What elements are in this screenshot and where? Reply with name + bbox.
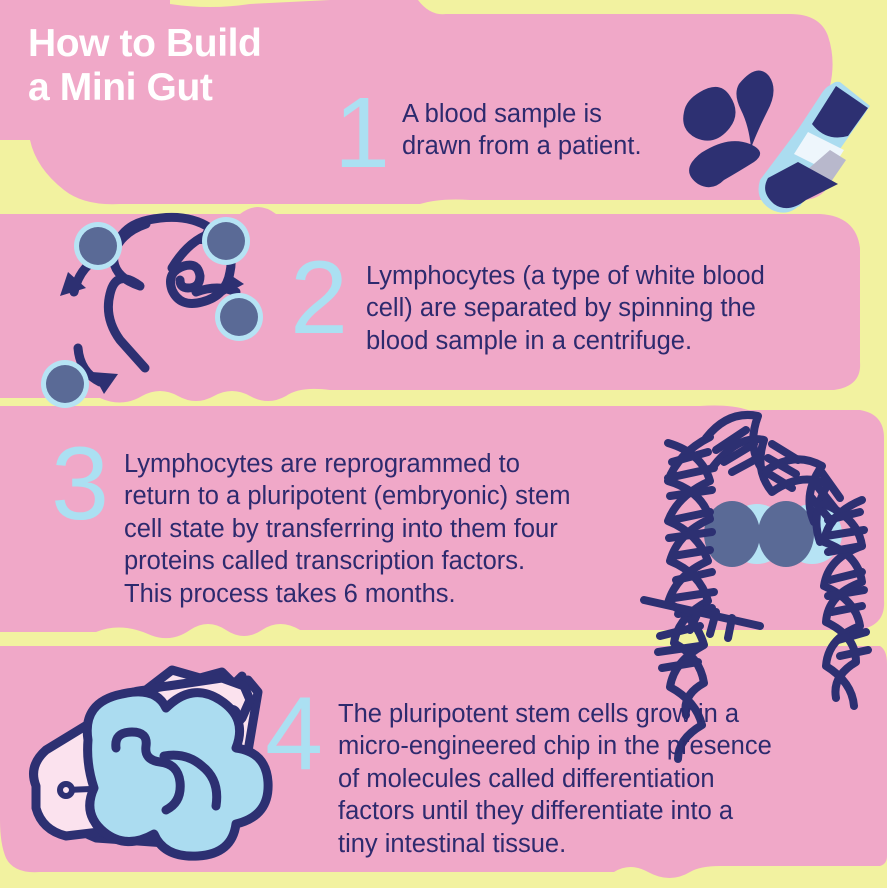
step-3-line-3: cell state by transferring into them fou…: [124, 514, 558, 543]
chip-channel-node-icons: [57, 705, 241, 831]
organ-chip-illustration: [29, 665, 273, 861]
step-4-line-5: tiny intestinal tissue.: [338, 829, 567, 858]
centrifuge-spiral-icon: [103, 212, 236, 373]
dna-right-strand-icon: [820, 496, 872, 710]
centrifuge-illustration: [41, 212, 263, 408]
step-4-number: 4: [265, 676, 323, 792]
step-3-line-2: return to a pluripotent (embryonic) stem: [124, 482, 571, 511]
step-3-line-5: This process takes 6 months.: [124, 579, 456, 608]
rotation-arrow-icons: [69, 227, 241, 387]
blood-droplet-icons: [683, 70, 774, 188]
blood-tube-illustration: [683, 70, 870, 213]
step-2: 2 Lymphocytes (a type of white blood cel…: [282, 240, 862, 357]
step-1-line-2: drawn from a patient.: [402, 132, 642, 161]
title-line-1: How to Build: [28, 22, 262, 65]
step-3: 3 Lymphocytes are reprogrammed to return…: [44, 426, 664, 610]
step-4-text: The pluripotent stem cells grow in a mic…: [338, 698, 868, 860]
stem-cell-row-icons: [704, 501, 842, 567]
chip-body-icon: [53, 665, 263, 849]
step-4: 4 The pluripotent stem cells grow in a m…: [258, 676, 868, 860]
step-3-line-4: proteins called transcription factors.: [124, 547, 526, 576]
step-2-text: Lymphocytes (a type of white blood cell)…: [366, 260, 862, 357]
chip-channel-icons: [63, 711, 235, 823]
step-2-line-3: blood sample in a centrifuge.: [366, 326, 693, 355]
step-1-line-1: A blood sample is: [402, 100, 602, 128]
stem-cell-cluster-icon: [82, 687, 273, 861]
step-4-line-2: micro-engineered chip in the presence: [338, 732, 772, 761]
step-3-text: Lymphocytes are reprogrammed to return t…: [124, 448, 664, 610]
lymphocyte-cell-icons: [41, 217, 263, 408]
step-4-line-3: of molecules called differentiation: [338, 764, 715, 793]
step-4-line-1: The pluripotent stem cells grow in a: [338, 700, 740, 728]
step-3-number: 3: [51, 426, 109, 542]
step-2-line-2: cell) are separated by spinning the: [366, 294, 756, 323]
step-1-text: A blood sample is drawn from a patient.: [402, 98, 690, 163]
dna-top-arc-icon: [702, 411, 844, 546]
step-2-line-1: Lymphocytes (a type of white blood: [366, 262, 765, 290]
arrow-head-icons: [60, 222, 244, 394]
step-2-number: 2: [290, 240, 348, 356]
step-1: 1 A blood sample is drawn from a patient…: [330, 77, 690, 189]
test-tube-icon: [758, 81, 870, 213]
chip-outline-icon: [29, 673, 255, 841]
step-1-number: 1: [334, 77, 390, 189]
step-4-line-4: factors until they differentiate into a: [338, 797, 734, 826]
step-3-line-1: Lymphocytes are reprogrammed to: [124, 450, 520, 478]
